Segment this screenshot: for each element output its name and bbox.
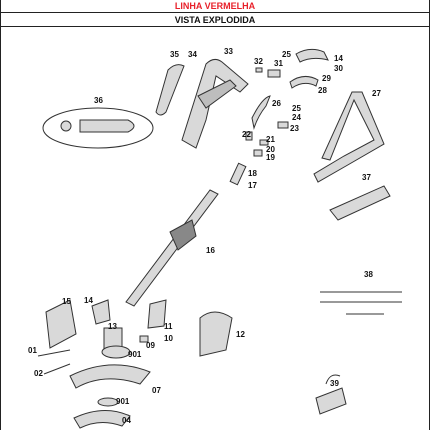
part-label-25b: 25 [292, 104, 301, 113]
tube-connector-part [229, 162, 247, 186]
leader-line-01 [37, 349, 71, 357]
part-label-38: 38 [364, 270, 373, 279]
spool-part [101, 345, 131, 359]
part-label-33: 33 [224, 47, 233, 56]
part-label-20: 20 [266, 145, 275, 154]
part-label-27: 27 [372, 89, 381, 98]
rear-handle-frame-part [313, 91, 385, 183]
bracket-part [91, 299, 111, 325]
spring-part [259, 139, 269, 146]
motor-housing-part [45, 299, 77, 349]
cable-hook-part [79, 119, 135, 133]
part-label-31: 31 [274, 59, 283, 68]
small-screw-part [255, 67, 263, 73]
part-label-29: 29 [322, 74, 331, 83]
part-label-16: 16 [206, 246, 215, 255]
part-label-23: 23 [290, 124, 299, 133]
part-label-37: 37 [362, 173, 371, 182]
head-screw-part [139, 335, 149, 343]
guard-part [199, 311, 233, 357]
switch-cover-part [267, 69, 281, 78]
part-label-18: 18 [248, 169, 257, 178]
side-cover-part [251, 95, 271, 130]
trigger-part [245, 131, 253, 141]
part-label-35: 35 [170, 50, 179, 59]
part-label-09: 09 [146, 341, 155, 350]
part-label-901b: 901 [116, 397, 130, 406]
part-label-11: 11 [164, 322, 173, 331]
charger-part [315, 387, 347, 415]
line-title: LINHA VERMELHA [174, 1, 256, 11]
shaft-coupling-part [169, 219, 197, 251]
part-label-39: 39 [330, 379, 339, 388]
part-number-labels: 35 34 33 32 31 25 14 30 29 28 27 36 26 2… [28, 47, 381, 425]
upper-housing-part [181, 58, 249, 149]
part-label-36: 36 [94, 96, 103, 105]
front-handle-part [155, 64, 185, 116]
part-label-28: 28 [318, 86, 327, 95]
part-label-901a: 901 [128, 350, 142, 359]
part-label-14b: 14 [84, 296, 93, 305]
rear-handle-top-part [295, 48, 329, 63]
handle-grip-part [289, 76, 319, 89]
part-label-15: 15 [62, 297, 71, 306]
part-label-25a: 25 [282, 50, 291, 59]
switch-part [277, 121, 289, 129]
part-label-13: 13 [108, 322, 117, 331]
part-label-04: 04 [122, 416, 131, 425]
part-label-01: 01 [28, 346, 37, 355]
part-label-32: 32 [254, 57, 263, 66]
view-title: VISTA EXPLODIDA [174, 15, 256, 25]
part-label-02: 02 [34, 369, 43, 378]
battery-cover-part [329, 185, 391, 221]
part-label-34: 34 [188, 50, 197, 59]
part-label-21: 21 [266, 135, 275, 144]
capacitor-part [253, 149, 263, 157]
part-label-07: 07 [152, 386, 161, 395]
part-label-26: 26 [272, 99, 281, 108]
cable-hook-ellipse [42, 107, 154, 149]
part-label-24: 24 [292, 113, 301, 122]
part-label-17: 17 [248, 181, 257, 190]
shaft-part [125, 189, 219, 307]
part-label-12: 12 [236, 330, 245, 339]
bottom-spool-part [97, 397, 119, 407]
leader-line-02 [43, 363, 71, 375]
part-label-19: 19 [266, 153, 275, 162]
line-head-base-part [69, 364, 151, 389]
head-clamp-part [147, 299, 167, 329]
part-label-22: 22 [242, 130, 251, 139]
spool-cap-part [73, 410, 131, 429]
part-label-30: 30 [334, 64, 343, 73]
part-label-14a: 14 [334, 54, 343, 63]
part-label-10: 10 [164, 334, 173, 343]
